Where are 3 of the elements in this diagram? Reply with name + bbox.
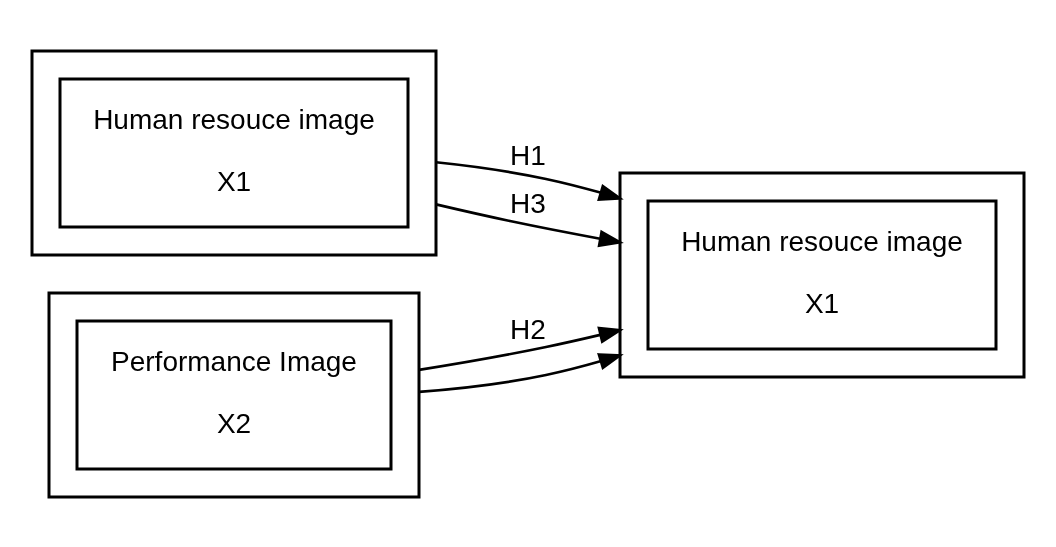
edge-label: H2: [510, 313, 546, 345]
edge-label: H1: [510, 139, 546, 171]
edge-label: H3: [510, 187, 546, 219]
